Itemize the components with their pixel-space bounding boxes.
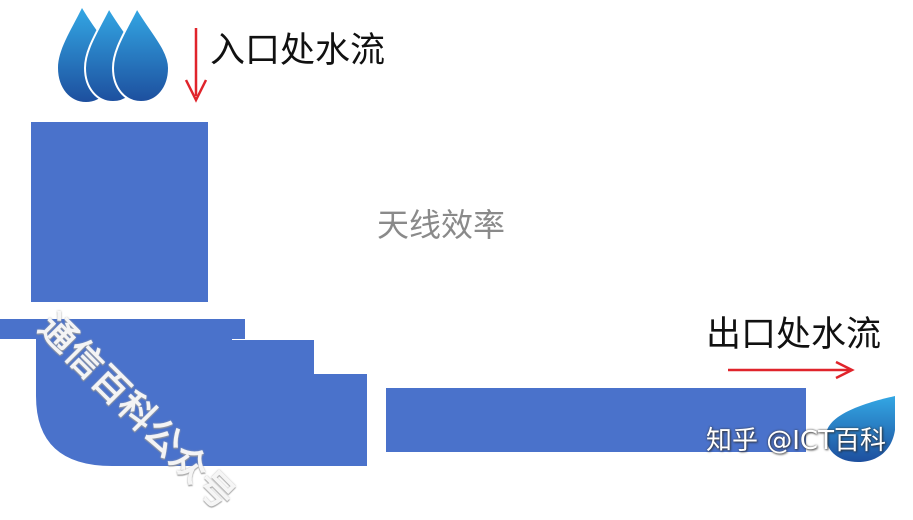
right-arrow-icon bbox=[728, 360, 855, 380]
outlet-pipe bbox=[386, 388, 806, 452]
pipe-connector bbox=[314, 374, 367, 466]
outlet-flow-label: 出口处水流 bbox=[706, 315, 882, 355]
pipe-flange bbox=[0, 319, 245, 339]
diagram-title: 天线效率 bbox=[377, 206, 506, 244]
inlet-flow-label: 入口处水流 bbox=[210, 31, 386, 71]
pipe-diagram bbox=[0, 5, 895, 466]
inlet-pipe bbox=[31, 122, 208, 302]
elbow-pipe bbox=[36, 339, 314, 466]
down-arrow-icon bbox=[184, 28, 208, 103]
water-drop-icon bbox=[826, 396, 895, 462]
water-drops-icon bbox=[58, 5, 171, 104]
source-watermark: 知乎 @ICT百科 bbox=[706, 426, 886, 456]
